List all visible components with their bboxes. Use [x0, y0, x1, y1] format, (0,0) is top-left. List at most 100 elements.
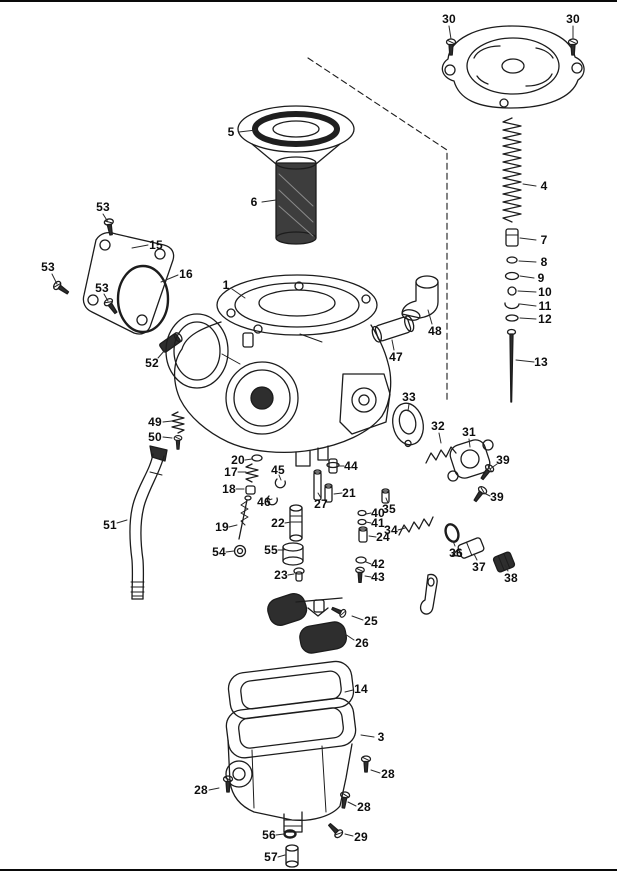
part-float-26 — [267, 592, 347, 654]
leader-51 — [116, 519, 128, 524]
leader-24 — [368, 535, 377, 538]
part-plunger-37 — [451, 537, 485, 559]
leader-53 — [102, 213, 109, 223]
leader-56 — [275, 833, 285, 836]
callout-22: 22 — [271, 516, 285, 530]
leader-38 — [504, 564, 509, 572]
callout-1: 1 — [222, 278, 230, 292]
callout-15: 15 — [149, 238, 163, 252]
part-cap-38 — [492, 551, 516, 573]
callout-33: 33 — [402, 390, 416, 404]
leader-42 — [365, 561, 372, 565]
leader-27 — [317, 492, 322, 499]
callout-12: 12 — [538, 312, 552, 326]
part-jet-21 — [324, 483, 333, 503]
leader-40 — [365, 512, 372, 515]
callout-5: 5 — [227, 125, 235, 139]
callout-19: 19 — [215, 520, 229, 534]
callout-35: 35 — [382, 502, 396, 516]
leader-31 — [468, 438, 471, 448]
callout-32: 32 — [431, 419, 445, 433]
leader-41 — [365, 521, 372, 524]
leader-8 — [518, 260, 537, 263]
callout-48: 48 — [428, 324, 442, 338]
leader-34 — [397, 527, 406, 531]
callout-57: 57 — [264, 850, 278, 864]
leader-lines — [51, 25, 574, 858]
callout-20: 20 — [231, 453, 245, 467]
callout-39: 39 — [496, 453, 510, 467]
leader-22 — [284, 521, 292, 524]
part-screw-30-right — [567, 38, 579, 56]
callout-56: 56 — [262, 828, 276, 842]
callout-13: 13 — [534, 355, 548, 369]
leader-28 — [370, 769, 381, 774]
leader-35 — [385, 497, 389, 504]
leader-29 — [344, 833, 354, 837]
callout-24: 24 — [376, 530, 390, 544]
part-spring-4 — [502, 117, 522, 223]
part-screw-53-left — [51, 279, 72, 298]
part-cup-57 — [285, 844, 299, 868]
part-clip-46 — [266, 495, 278, 506]
callout-11: 11 — [538, 299, 552, 313]
part-oring-16 — [116, 264, 170, 334]
leader-7 — [519, 237, 537, 241]
leader-1 — [231, 288, 246, 299]
callout-7: 7 — [540, 233, 548, 247]
part-body-1 — [165, 274, 392, 467]
leader-46 — [268, 498, 273, 501]
callout-34: 34 — [384, 523, 398, 537]
callout-4: 4 — [540, 179, 548, 193]
leader-13 — [515, 359, 535, 363]
leader-26 — [344, 633, 355, 641]
leader-6 — [261, 199, 277, 203]
part-washer-41 — [357, 518, 367, 526]
leader-53 — [51, 273, 58, 285]
part-screw-28-right — [360, 755, 372, 773]
callout-37: 37 — [472, 560, 486, 574]
callout-51: 51 — [103, 518, 117, 532]
callout-45: 45 — [271, 463, 285, 477]
part-spring-34 — [398, 516, 434, 536]
part-hose-51 — [129, 445, 168, 600]
callout-21: 21 — [342, 486, 356, 500]
leader-12 — [519, 317, 537, 320]
callout-14: 14 — [354, 682, 368, 696]
callout-43: 43 — [371, 570, 385, 584]
part-washer-40 — [357, 509, 367, 517]
part-needle-jet-22 — [289, 504, 303, 542]
part-gasket-14 — [227, 660, 355, 720]
part-screw-43 — [355, 566, 365, 584]
part-jet-44 — [326, 458, 340, 474]
callout-28: 28 — [381, 767, 395, 781]
leader-11 — [519, 303, 537, 307]
part-cup-55 — [282, 542, 304, 566]
callout-41: 41 — [371, 516, 385, 530]
part-screw-30-left — [445, 38, 457, 56]
part-jet-35 — [381, 488, 390, 504]
leader-57 — [277, 854, 286, 858]
callout-3: 3 — [377, 730, 385, 744]
part-spring-49 — [171, 411, 185, 434]
leader-21 — [333, 492, 343, 495]
part-pilot-screw-stack — [233, 454, 263, 558]
leader-19 — [228, 524, 238, 528]
leader-36 — [452, 540, 456, 547]
callout-39: 39 — [490, 490, 504, 504]
leader-47 — [391, 339, 395, 351]
part-jet-24 — [358, 526, 368, 543]
part-cover-31 — [447, 439, 494, 482]
leader-14 — [344, 689, 354, 693]
callout-31: 31 — [462, 425, 476, 439]
part-screw-25 — [329, 604, 348, 619]
callout-25: 25 — [364, 614, 378, 628]
callout-53: 53 — [96, 200, 110, 214]
part-float-bowl-3 — [225, 697, 357, 833]
group-boundary-dashed-line — [307, 57, 448, 401]
callout-36: 36 — [449, 546, 463, 560]
callout-16: 16 — [179, 267, 193, 281]
callout-46: 46 — [257, 495, 271, 509]
leader-23 — [287, 573, 295, 576]
